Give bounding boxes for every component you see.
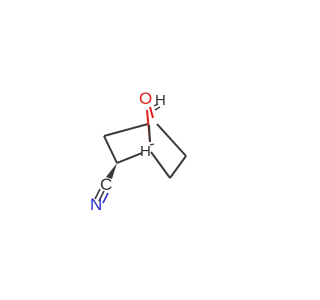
hydrogen-middle-label: H <box>140 143 151 160</box>
wedge-bond-c5-cn <box>106 163 117 179</box>
oxygen-atom-label: O <box>139 89 152 108</box>
triple-bond-1 <box>98 190 105 202</box>
bond-c2-c3 <box>169 155 187 179</box>
bond-o-c1 <box>149 106 154 119</box>
bond-c4-c5 <box>116 152 143 164</box>
hash-top-1 <box>153 103 159 107</box>
bond-c1-c2 <box>156 123 187 157</box>
nitrogen-atom-label: N <box>90 195 102 214</box>
hash-top-2 <box>154 106 161 111</box>
hash-mid-1 <box>149 143 155 146</box>
hydrogen-top-label: H <box>155 92 166 109</box>
bond-c3-c4 <box>150 151 171 179</box>
bond-c5-c6 <box>103 135 118 164</box>
molecule-structure: O H H C N <box>90 89 187 214</box>
triple-bond-3 <box>102 192 109 204</box>
bond-c6-c1 <box>103 123 149 137</box>
triple-bond-2 <box>94 188 101 200</box>
nitrile-carbon-label: C <box>100 175 112 194</box>
molecule-canvas: O H H C N <box>90 89 187 214</box>
bond-o-c4-b <box>148 124 151 143</box>
